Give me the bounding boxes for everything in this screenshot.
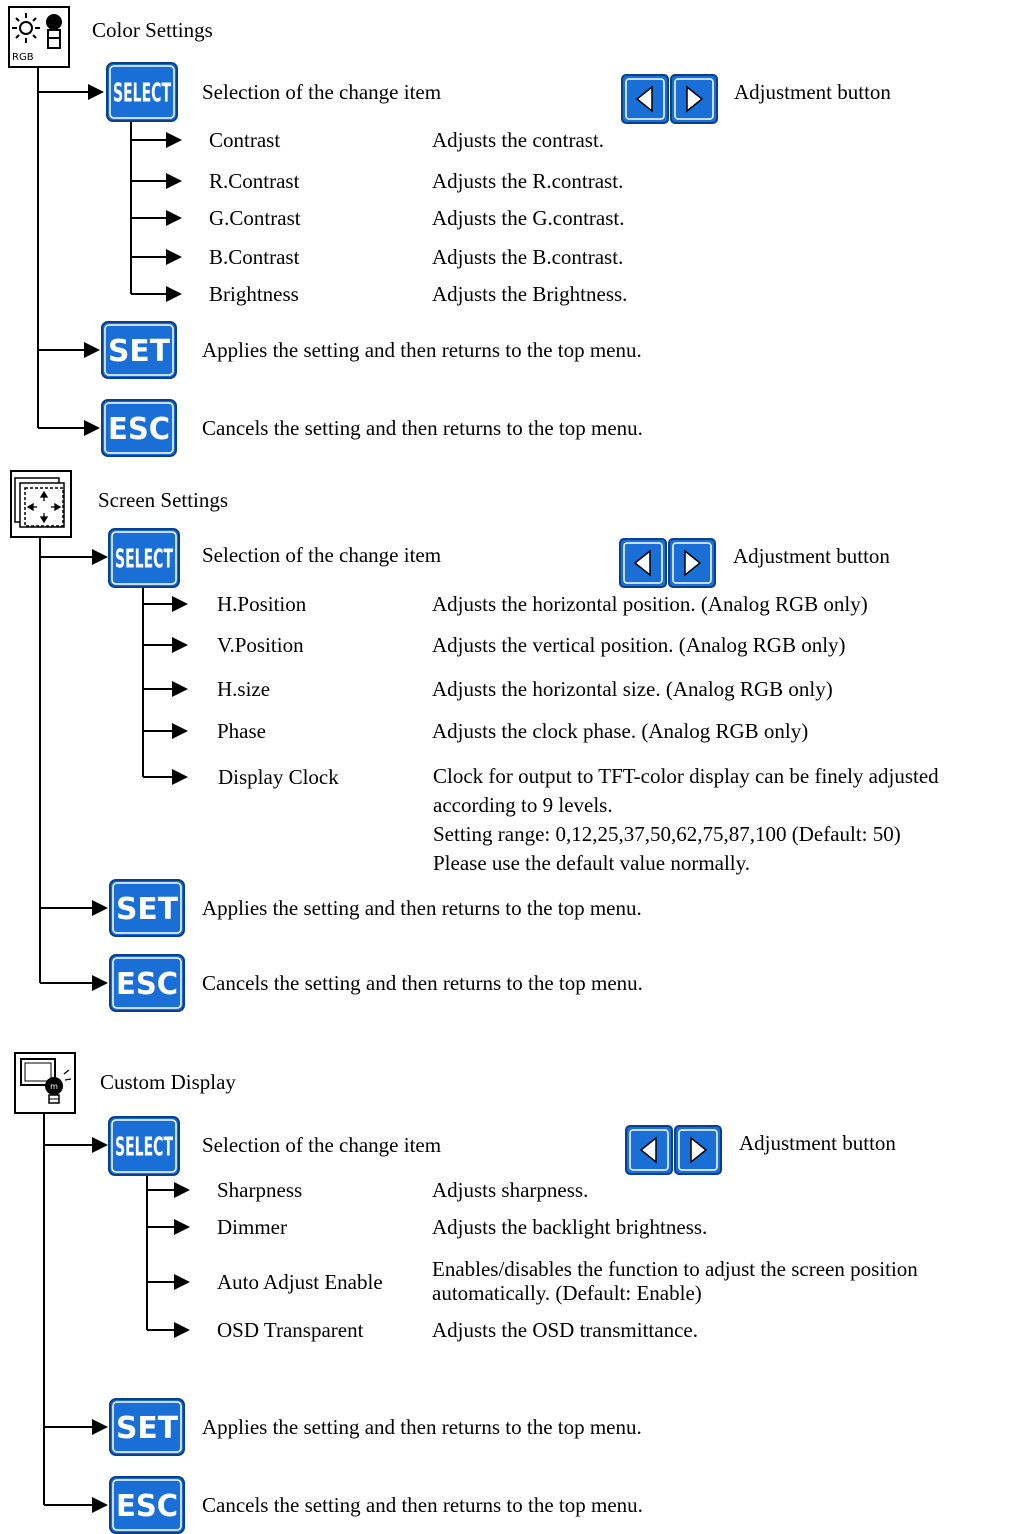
description-line: according to 9 levels.	[433, 793, 613, 817]
description-line: Clock for output to TFT-color display ca…	[433, 764, 939, 788]
adjustment-label: Adjustment button	[734, 80, 891, 104]
item-description: Adjusts the R.contrast.	[432, 169, 624, 193]
svg-text:m: m	[50, 1082, 58, 1091]
item-name: OSD Transparent	[217, 1318, 364, 1342]
color-settings-icon[interactable]: RGB	[8, 6, 70, 68]
left-arrow-button	[625, 1125, 673, 1175]
right-arrow-button	[670, 74, 718, 124]
item-description: Adjusts the vertical position. (Analog R…	[432, 633, 846, 657]
item-description: Adjusts the OSD transmittance.	[432, 1318, 698, 1342]
item-name: Contrast	[209, 128, 281, 152]
item-description: Clock for output to TFT-color display ca…	[433, 762, 1013, 878]
left-arrow-button	[621, 74, 669, 124]
button-label: ESC	[116, 1489, 178, 1524]
set-button[interactable]: SET	[109, 1398, 185, 1456]
button-label: ESC	[116, 967, 178, 1002]
select-description: Selection of the change item	[202, 1133, 442, 1157]
set-button[interactable]: SET	[101, 321, 177, 379]
item-name: Sharpness	[217, 1178, 303, 1202]
item-description: Adjusts the contrast.	[432, 128, 605, 152]
description-line: Please use the default value normally.	[433, 851, 751, 875]
left-arrow-button	[619, 538, 667, 588]
adjustment-buttons[interactable]	[618, 538, 718, 593]
description-line: automatically. (Default: Enable)	[432, 1281, 702, 1305]
item-name: Dimmer	[217, 1215, 287, 1239]
esc-description: Cancels the setting and then returns to …	[202, 971, 643, 995]
item-description: Adjusts sharpness.	[432, 1178, 589, 1202]
esc-button[interactable]: ESC	[109, 954, 185, 1012]
section-title: Custom Display	[100, 1070, 236, 1094]
item-name: R.Contrast	[209, 169, 300, 193]
select-button[interactable]: SELECT	[108, 1116, 180, 1176]
right-arrow-button	[668, 538, 716, 588]
monitor-bulb-icon: m	[20, 1058, 72, 1104]
item-name: Auto Adjust Enable	[217, 1270, 383, 1294]
esc-button[interactable]: ESC	[101, 399, 177, 457]
esc-button[interactable]: ESC	[109, 1476, 185, 1534]
set-description: Applies the setting and then returns to …	[202, 896, 642, 920]
button-label: SELECT	[115, 1132, 173, 1162]
custom-display-icon[interactable]: m	[14, 1052, 76, 1114]
select-button[interactable]: SELECT	[108, 528, 180, 588]
description-line: Enables/disables the function to adjust …	[432, 1257, 918, 1281]
item-name: V.Position	[217, 633, 304, 657]
section-title: Screen Settings	[98, 488, 229, 512]
adjustment-buttons[interactable]	[620, 74, 720, 129]
sun-paint-icon	[12, 13, 62, 49]
item-name: Phase	[217, 719, 266, 743]
button-label: SELECT	[115, 544, 173, 574]
item-description: Adjusts the Brightness.	[432, 282, 628, 306]
select-description: Selection of the change item	[202, 543, 442, 567]
button-label: SET	[108, 334, 171, 369]
description-line: Setting range: 0,12,25,37,50,62,75,87,10…	[433, 822, 901, 846]
item-name: Brightness	[209, 282, 299, 306]
item-name: Display Clock	[218, 765, 339, 789]
item-name: H.size	[217, 677, 271, 701]
item-name: H.Position	[217, 592, 307, 616]
adjustment-label: Adjustment button	[733, 544, 890, 568]
item-description: Enables/disables the function to adjust …	[432, 1257, 1012, 1305]
adjustment-buttons[interactable]	[624, 1125, 724, 1180]
button-label: SET	[116, 892, 179, 927]
select-description: Selection of the change item	[202, 80, 442, 104]
set-description: Applies the setting and then returns to …	[202, 338, 642, 362]
item-description: Adjusts the clock phase. (Analog RGB onl…	[432, 719, 809, 743]
item-description: Adjusts the G.contrast.	[432, 206, 625, 230]
rgb-label: RGB	[12, 52, 34, 63]
item-description: Adjusts the horizontal size. (Analog RGB…	[432, 677, 833, 701]
esc-description: Cancels the setting and then returns to …	[202, 1493, 643, 1517]
button-label: ESC	[108, 412, 170, 447]
section-title: Color Settings	[92, 18, 213, 42]
right-arrow-button	[674, 1125, 722, 1175]
item-name: B.Contrast	[209, 245, 300, 269]
screen-settings-icon[interactable]	[10, 470, 72, 538]
button-label: SELECT	[113, 78, 171, 108]
set-button[interactable]: SET	[109, 879, 185, 937]
item-description: Adjusts the backlight brightness.	[432, 1215, 708, 1239]
esc-description: Cancels the setting and then returns to …	[202, 416, 643, 440]
item-description: Adjusts the horizontal position. (Analog…	[432, 592, 868, 616]
item-description: Adjusts the B.contrast.	[432, 245, 624, 269]
item-name: G.Contrast	[209, 206, 301, 230]
button-label: SET	[116, 1411, 179, 1446]
screen-position-icon	[14, 477, 65, 528]
adjustment-label: Adjustment button	[739, 1131, 896, 1155]
select-button[interactable]: SELECT	[106, 62, 178, 122]
set-description: Applies the setting and then returns to …	[202, 1415, 642, 1439]
